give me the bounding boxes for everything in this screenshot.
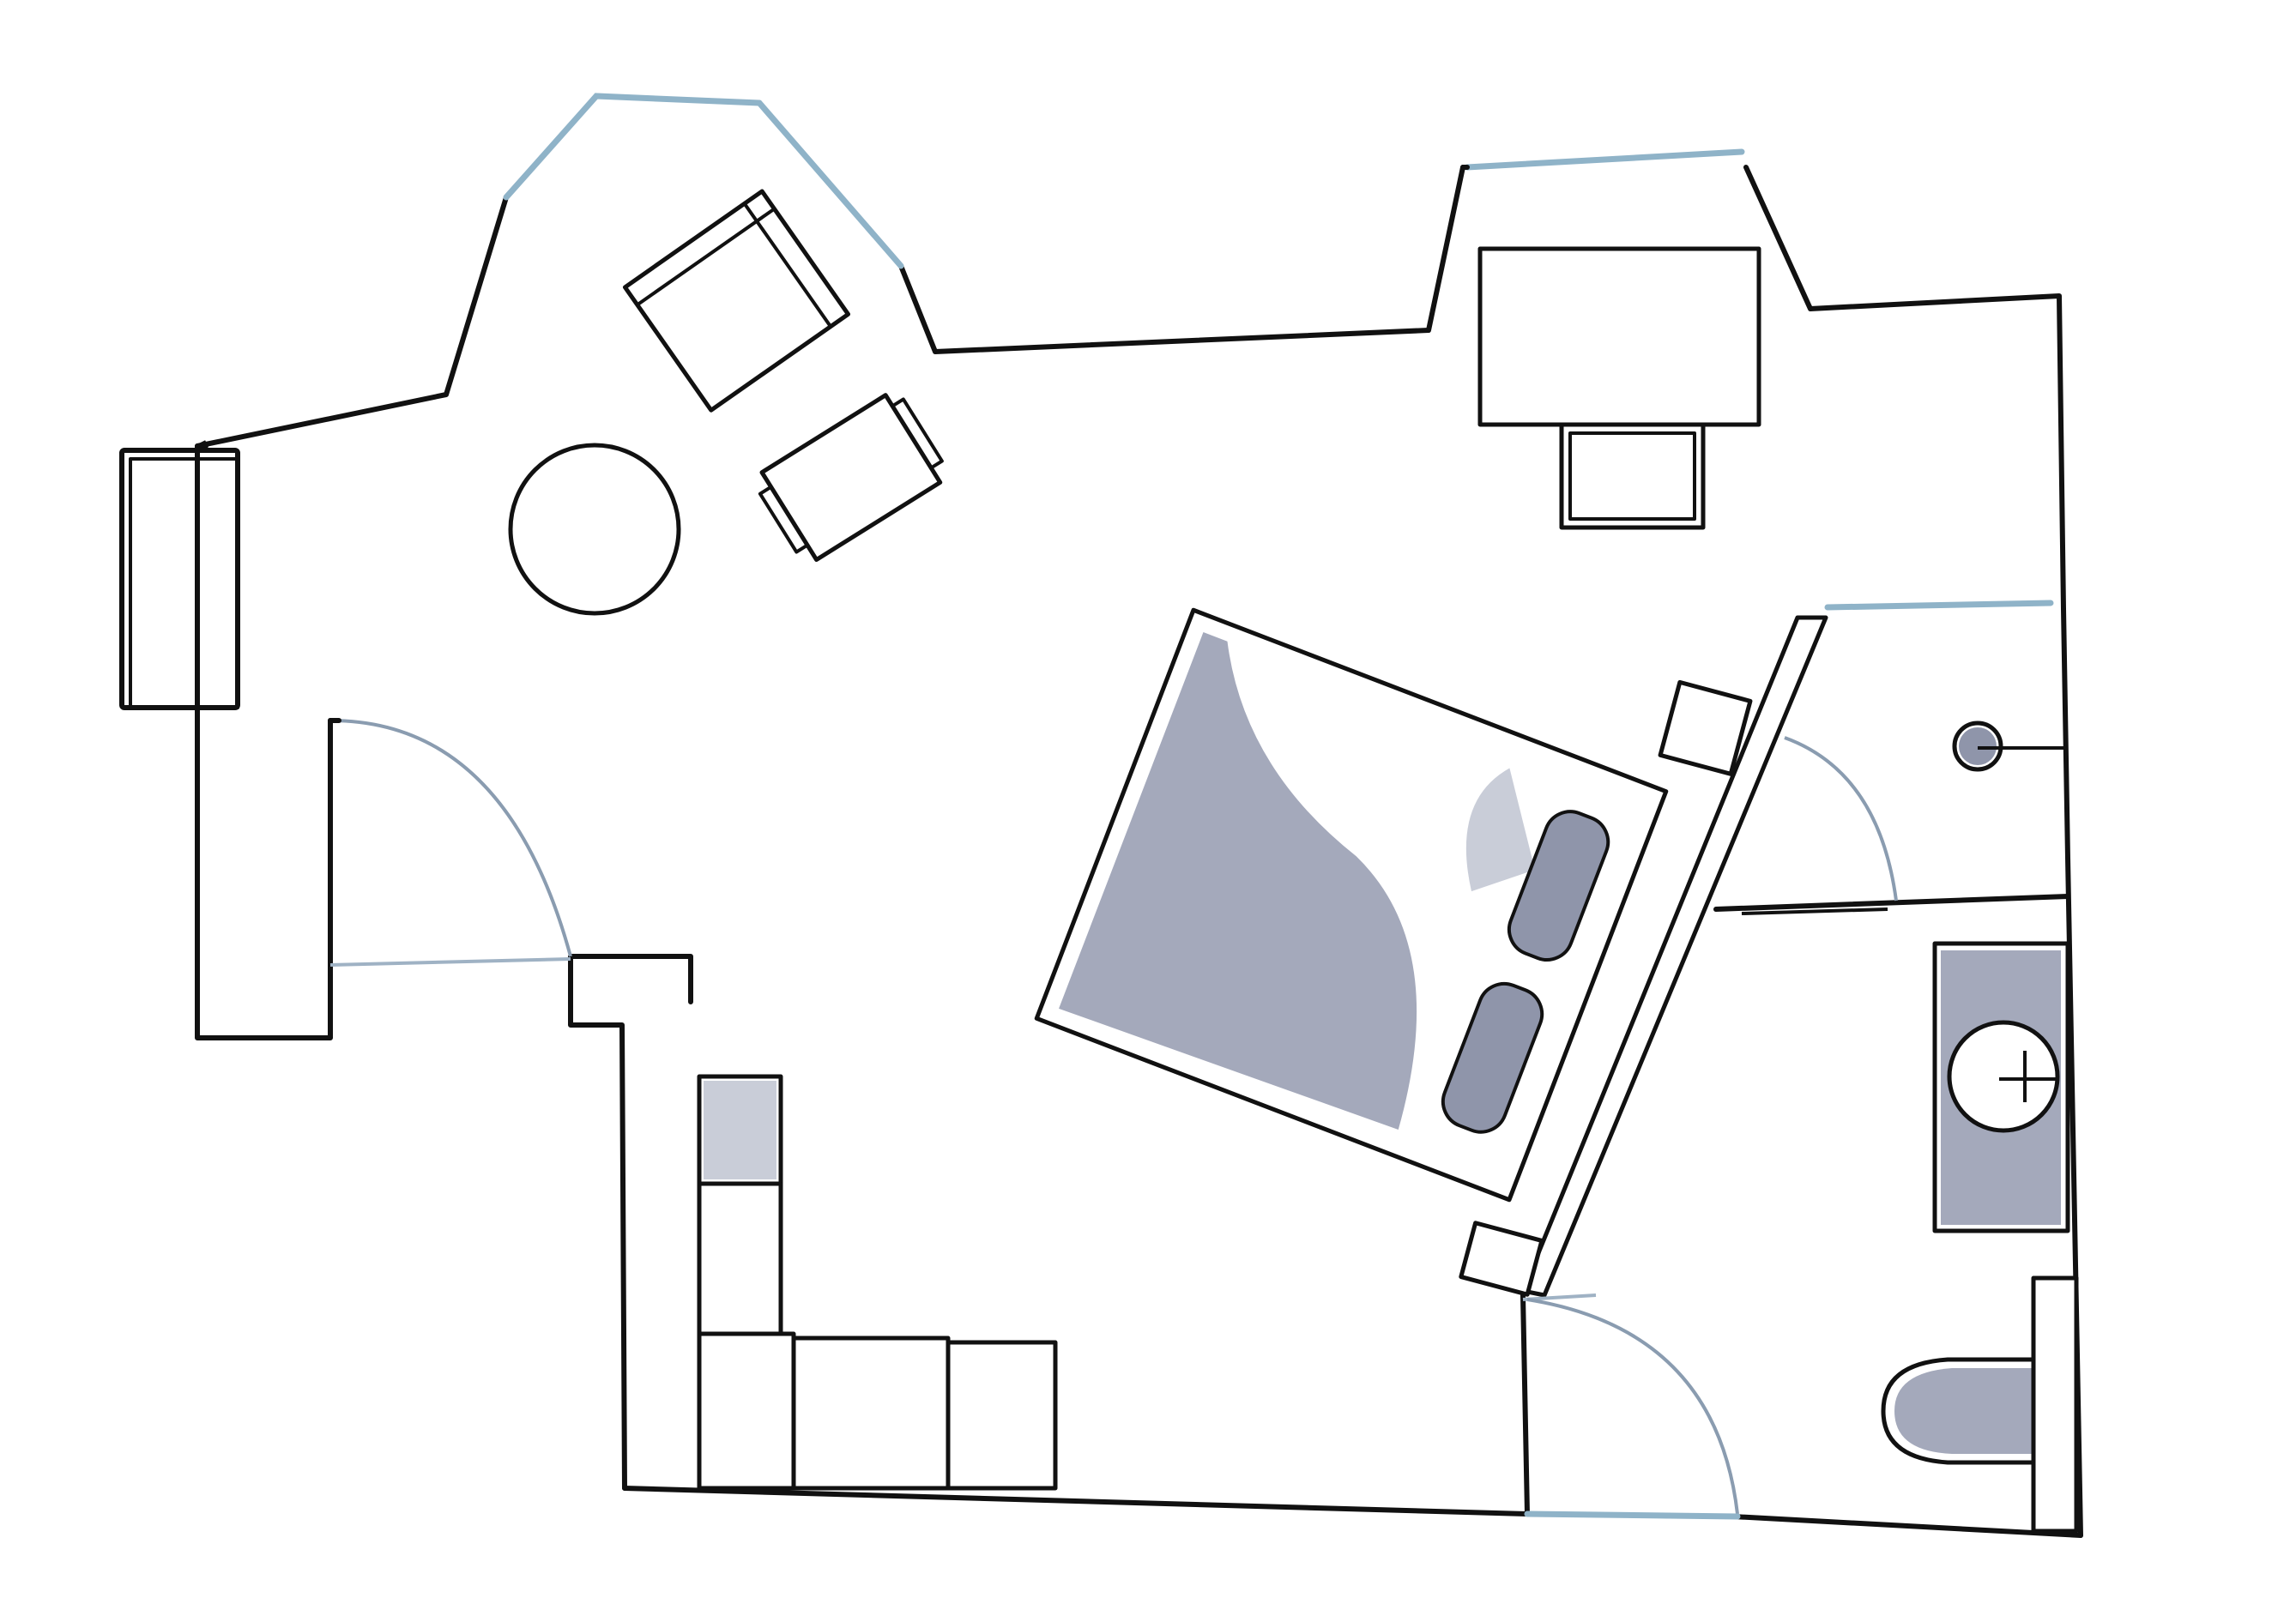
wall-bottom-right xyxy=(1731,1514,2083,1538)
wall-bottom-left xyxy=(568,954,693,1491)
door-swing-icon xyxy=(328,718,572,976)
bathroom-door-swing-icon xyxy=(1524,736,1898,1520)
toilet-icon xyxy=(1881,1275,2079,1534)
window-bay-right xyxy=(756,99,904,269)
bathroom-walls xyxy=(1520,894,2070,1516)
armchair-icon xyxy=(622,189,851,413)
sink-icon xyxy=(1932,941,2070,1233)
round-table-icon xyxy=(508,443,681,616)
pillow-icon-2 xyxy=(1441,981,1544,1134)
wall-top-left-upper xyxy=(195,195,509,449)
window-bay-left xyxy=(503,93,763,201)
wardrobe-icon xyxy=(697,1074,1058,1491)
sofa-icon xyxy=(119,440,240,710)
nightstand-icon-2 xyxy=(1459,1221,1544,1297)
windows xyxy=(503,93,2054,611)
wall-top-left xyxy=(195,443,333,1040)
wall-bay-right xyxy=(898,165,1465,354)
desk-chair-icon xyxy=(1559,422,1706,530)
bed-icon xyxy=(1034,607,1669,1203)
window-desk-bay xyxy=(1464,148,1745,171)
pillow-icon xyxy=(1507,810,1610,962)
shower-icon xyxy=(1952,721,2063,772)
wall-desk-bay-right xyxy=(1743,165,2066,612)
window-bathroom-top xyxy=(1824,600,2054,611)
nightstand-icon xyxy=(1658,679,1753,776)
desk-icon xyxy=(1477,246,1761,427)
chair-icon xyxy=(758,393,944,563)
bed-wall xyxy=(1459,615,1828,1298)
